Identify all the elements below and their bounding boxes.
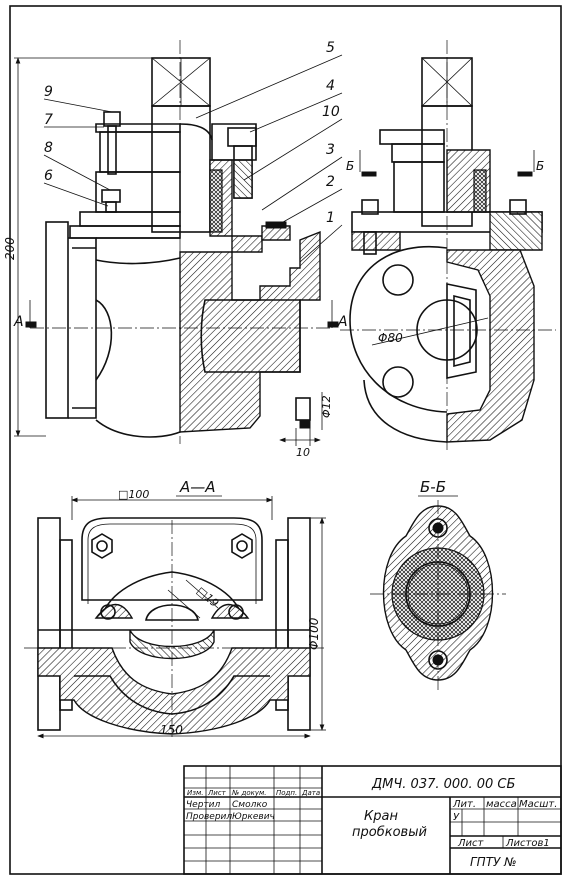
tb-col-date: Дата [301, 789, 320, 797]
tb-scale: Масшт. [519, 799, 557, 810]
dim-10: 10 [296, 446, 310, 459]
title-block: Изм. Лист № докум. Подп. Дата Чертил Смо… [183, 765, 562, 875]
front-view: А А [13, 40, 348, 444]
side-view: Φ80 Б Б [340, 40, 556, 452]
tb-col-doc: № докум. [231, 789, 267, 797]
tb-sheet: Лист [457, 838, 485, 849]
tb-designation: ДМЧ. 037. 000. 00 СБ [371, 777, 515, 792]
callout-7: 7 [44, 112, 53, 128]
tb-check-role: Проверил [186, 812, 232, 822]
cut-mark-b-right: Б [536, 159, 544, 173]
callout-5: 5 [326, 40, 335, 56]
dim-sq100: □100 [118, 488, 149, 501]
tb-org: ГПТУ № [470, 855, 517, 869]
callout-10: 10 [322, 104, 340, 120]
tb-drew-name: Смолко [232, 800, 268, 810]
dim-d100: Φ100 [307, 617, 321, 650]
cut-mark-b-left: Б [346, 159, 354, 173]
tb-lit: Лит. [452, 799, 476, 810]
callout-1: 1 [326, 210, 335, 226]
callout-9: 9 [44, 84, 53, 100]
tb-col-izm: Изм. [187, 789, 203, 797]
cut-mark-a-right: А [337, 314, 348, 330]
section-aa-title: А—А [179, 478, 216, 496]
section-aa: А—А □100 □19 [24, 478, 326, 740]
dim-d12: Φ12 [320, 395, 333, 418]
tb-mass: масса [486, 799, 517, 810]
tb-col-list: Лист [207, 789, 227, 797]
callout-4: 4 [326, 78, 335, 94]
callout-3: 3 [326, 142, 335, 158]
dim-sq19: □19 [194, 584, 221, 610]
tb-sheets: Листов1 [505, 838, 550, 849]
callout-6: 6 [44, 168, 53, 184]
section-bb: Б-Б [370, 478, 506, 690]
front-left-flange [45, 221, 69, 419]
tb-check-name: Юркевич [232, 812, 275, 822]
tb-name-line1: Кран [364, 809, 398, 824]
dim-200: 200 [3, 237, 17, 260]
dim-d80: Φ80 [378, 331, 403, 345]
tb-drew-role: Чертил [186, 800, 221, 810]
callout-2: 2 [326, 174, 335, 190]
front-cover-block [95, 171, 181, 213]
tb-lit-value: У [453, 812, 460, 823]
callout-8: 8 [44, 140, 53, 156]
callouts: 9 7 8 6 5 4 10 3 2 1 [43, 40, 343, 263]
tb-name-line2: пробковый [352, 825, 427, 840]
dimension-bottom-plug: Φ12 10 [279, 392, 333, 459]
dim-150: 150 [160, 723, 183, 737]
side-body-section [446, 249, 535, 443]
tb-col-podp: Подп. [276, 789, 297, 797]
dimension-height: 200 [3, 57, 152, 437]
section-bb-title: Б-Б [420, 478, 446, 496]
